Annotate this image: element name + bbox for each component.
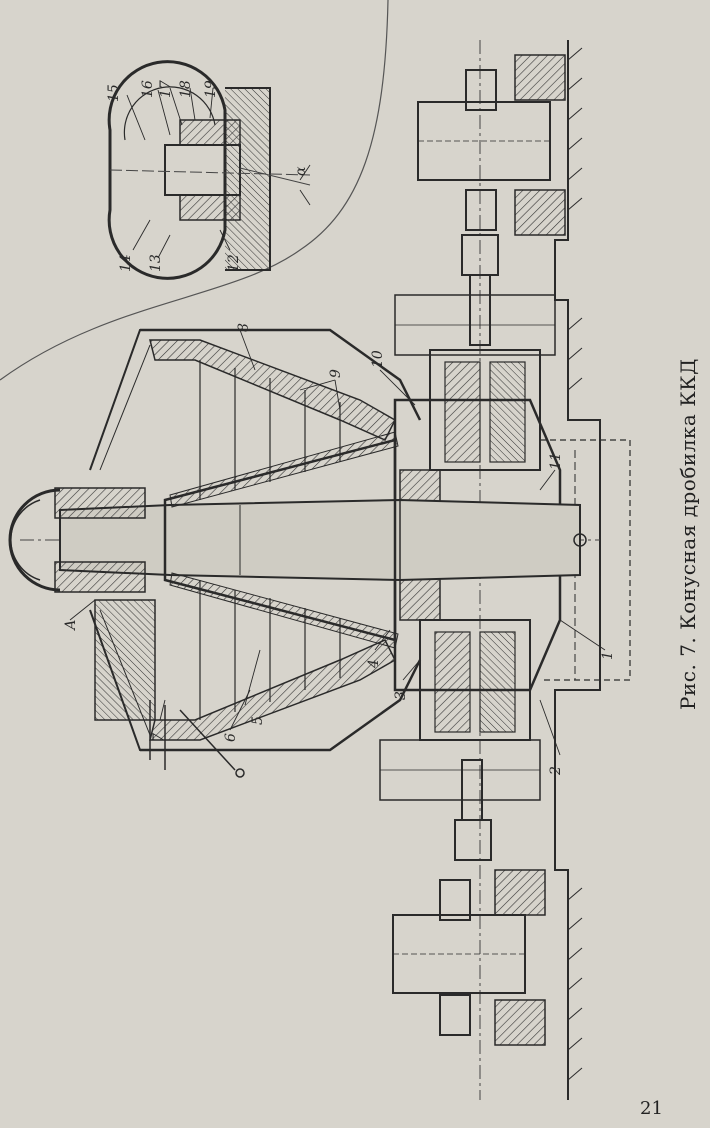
callout-6: 6: [223, 733, 239, 742]
countershaft-lower: [379, 739, 541, 861]
callout-11: 11: [548, 452, 564, 470]
leader-lines: [69, 87, 606, 756]
detail-view-a: [107, 60, 311, 280]
callout-10: 10: [370, 350, 386, 368]
foundation: [540, 40, 631, 1100]
callout-5: 5: [250, 716, 266, 725]
callout-1: 1: [600, 651, 616, 660]
spider-cap: [8, 487, 156, 721]
callout-3: 3: [393, 691, 409, 700]
eccentric-housing-upper: [429, 349, 541, 471]
concave-lower: [140, 580, 422, 752]
motor-mounts-bottom: [494, 869, 546, 1046]
drive-pulley-top: [417, 69, 551, 231]
callout-7: 7: [151, 733, 167, 742]
callout-19: 19: [203, 80, 219, 98]
callout-detail-a: А: [63, 619, 79, 631]
callout-15: 15: [106, 84, 122, 102]
callout-2: 2: [548, 766, 564, 776]
callout-14: 14: [118, 254, 134, 272]
countershaft-upper: [394, 234, 556, 356]
oil-lines: [149, 700, 245, 778]
callout-18: 18: [178, 80, 194, 98]
callout-17: 17: [158, 80, 174, 98]
callout-8: 8: [236, 323, 252, 332]
part-callouts: 15 16 17 18 19 14 13 12 α 8 9 10 11 А 7 …: [63, 80, 616, 776]
callout-13: 13: [148, 254, 164, 272]
page-number: 21: [640, 1098, 663, 1119]
crushing-cone: [163, 431, 399, 649]
callout-alpha: α: [293, 166, 309, 176]
drive-pulley-bottom: [392, 879, 526, 1036]
figure-caption-text: Рис. 7. Конусная дробилка ККД: [676, 358, 700, 710]
callout-4: 4: [366, 659, 382, 669]
eccentric-housing-lower: [419, 619, 531, 741]
callout-16: 16: [140, 80, 156, 98]
callout-12: 12: [226, 254, 242, 272]
callout-9: 9: [328, 369, 344, 378]
motor-mounts-top: [514, 54, 566, 236]
page-fold-line: [0, 0, 389, 381]
